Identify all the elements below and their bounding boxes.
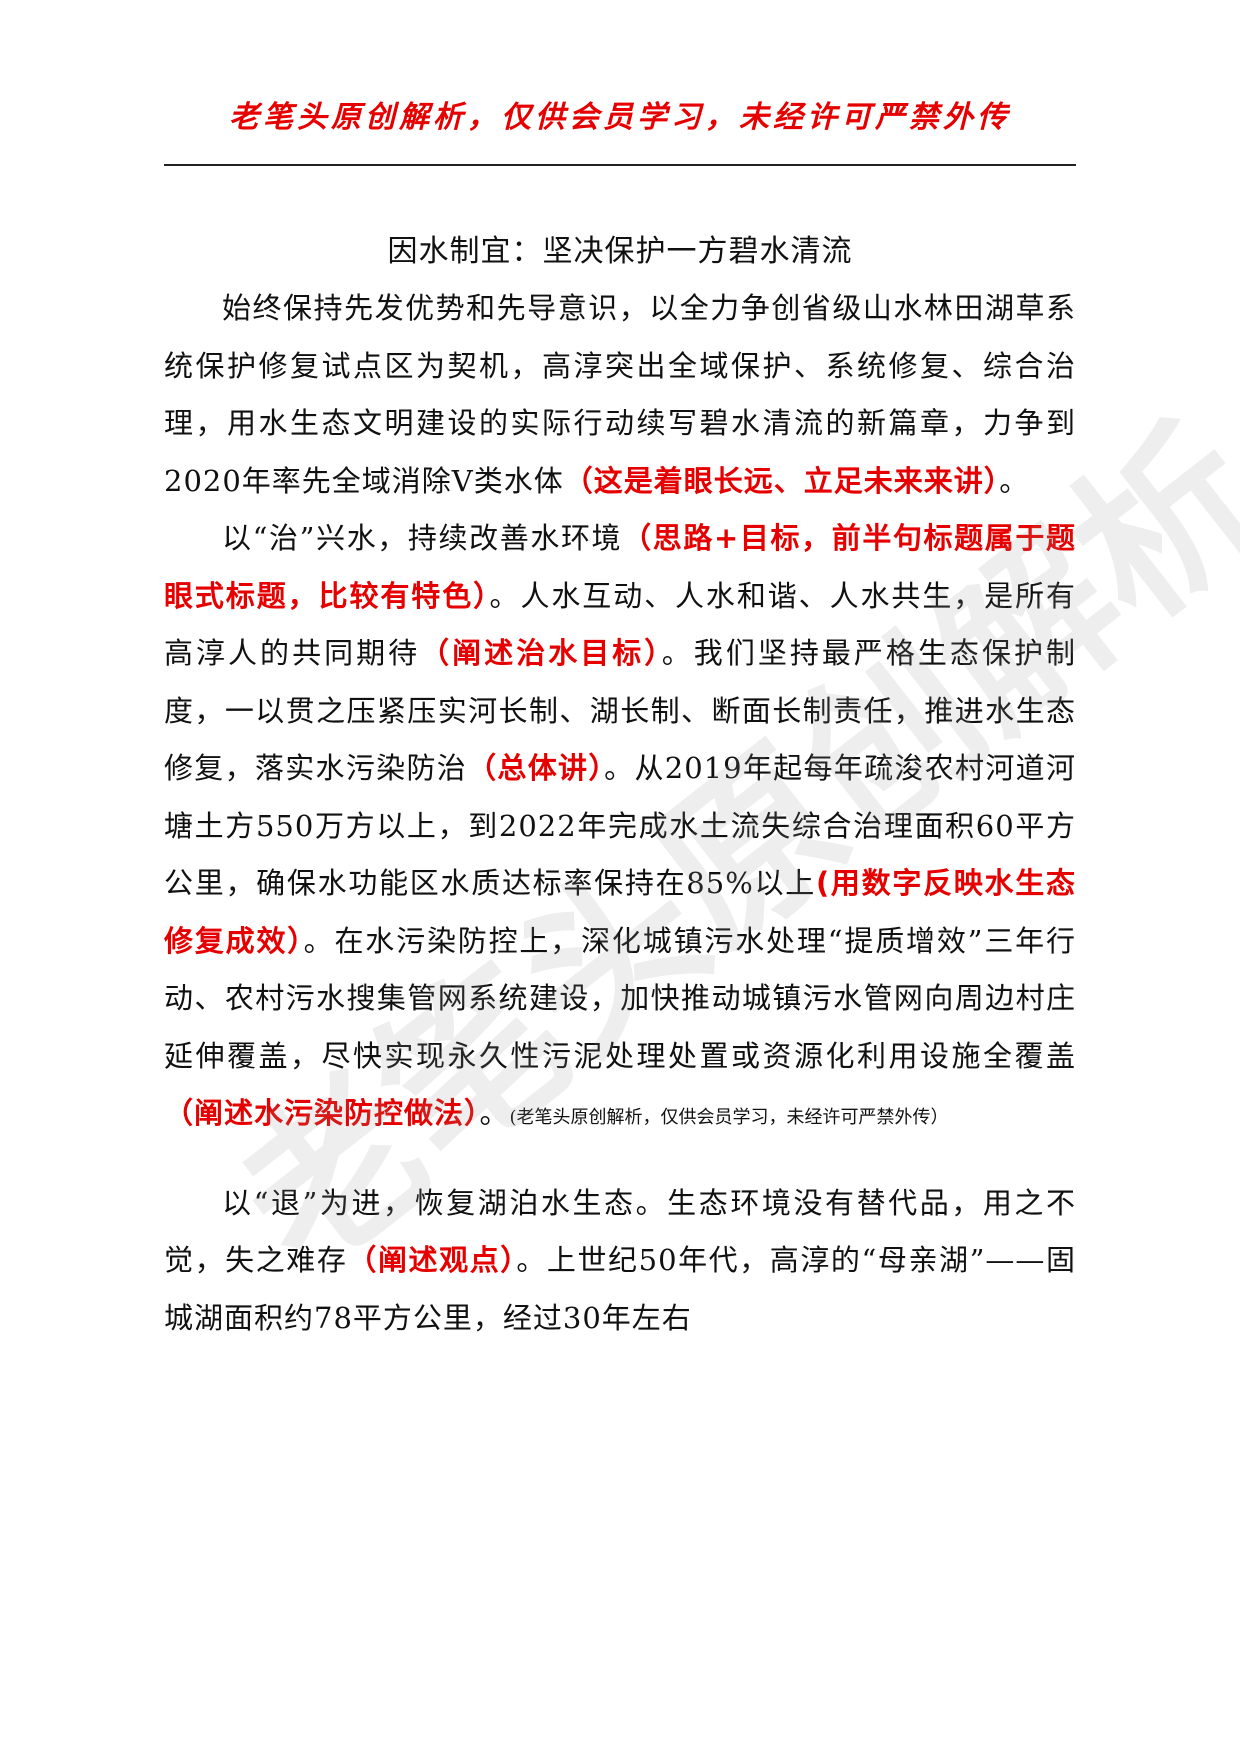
paragraph-text: 始终保持先发优势和先导意识，以全力争创省级山水林田湖草系统保护修复试点区为契机，… xyxy=(164,291,1076,498)
paragraph-text: 。人水互动、人水和谐、人水共生，是所有高淳人的共同期待 xyxy=(164,578,1076,671)
paragraph-text: 以“退”为进，恢复湖泊水生态。生态环境没有替代品，用之不觉，失之难存 xyxy=(164,1185,1076,1278)
paragraph-1: 始终保持先发优势和先导意识，以全力争创省级山水林田湖草系统保护修复试点区为契机，… xyxy=(164,280,1076,510)
paragraph-2: 以“治”兴水，持续改善水环境（思路+目标，前半句标题属于题眼式标题，比较有特色）… xyxy=(164,510,1076,1147)
paragraph-text: 。 xyxy=(999,463,1030,498)
paragraph-text: 。上世纪50年代，高淳的“母亲湖”——固城湖面积约78平方公里，经过30年左右 xyxy=(164,1243,1076,1335)
article-title: 因水制宜：坚决保护一方碧水清流 xyxy=(387,234,853,269)
paragraph-text: 。从2019年起每年疏浚农村河道河塘土方550万方以上，到2022年完成水土流失… xyxy=(164,751,1076,900)
header-divider xyxy=(164,164,1076,166)
paragraph-text: 。 xyxy=(479,1096,510,1130)
annotation-note: （阐述治水目标） xyxy=(420,636,662,670)
annotation-note: （阐述水污染防控做法） xyxy=(164,1096,480,1130)
article-body: 始终保持先发优势和先导意识，以全力争创省级山水林田湖草系统保护修复试点区为契机，… xyxy=(164,280,1076,1347)
annotation-note: （思路+目标，前半句标题属于题眼式标题，比较有特色） xyxy=(164,521,1076,613)
annotation-note: (用数字反映水生态修复成效） xyxy=(164,866,1076,958)
annotation-note: （这是着眼长远、立足未来来讲） xyxy=(563,463,1000,498)
paragraph-3: 以“退”为进，恢复湖泊水生态。生态环境没有替代品，用之不觉，失之难存（阐述观点）… xyxy=(164,1175,1076,1348)
copyright-note: (老笔头原创解析，仅供会员学习，未经许可严禁外传） xyxy=(509,1107,949,1128)
paragraph-text: 以“治”兴水，持续改善水环境 xyxy=(222,521,623,555)
annotation-note: （阐述观点） xyxy=(347,1243,517,1277)
paragraph-text: 。在水污染防控上，深化城镇污水处理“提质增效”三年行动、农村污水搜集管网系统建设… xyxy=(164,923,1076,1073)
annotation-note: （总体讲） xyxy=(467,751,605,785)
paragraph-text: 。我们坚持最严格生态保护制度，一以贯之压紧压实河长制、湖长制、断面长制责任，推进… xyxy=(164,636,1076,785)
page-header-notice: 老笔头原创解析，仅供会员学习，未经许可严禁外传 xyxy=(229,100,1011,135)
